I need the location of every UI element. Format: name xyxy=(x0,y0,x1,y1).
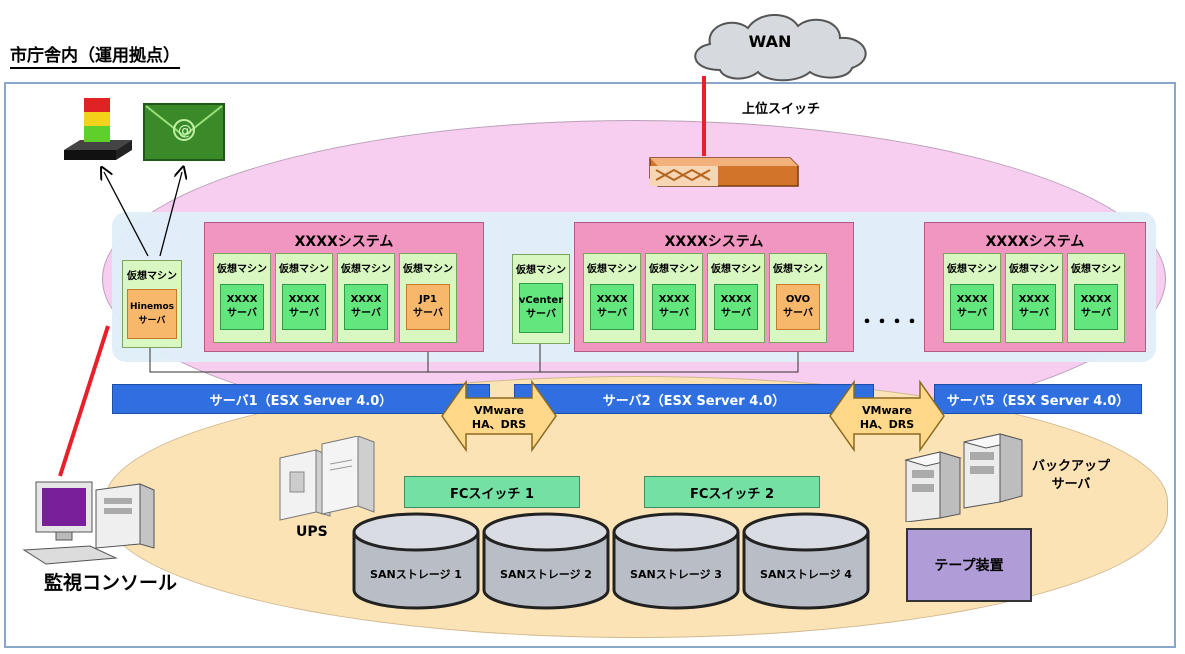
vmware-ha-label-1: VMware HA、DRS xyxy=(468,404,530,432)
wan-cloud-icon xyxy=(694,13,867,82)
vm-label: 仮想マシン xyxy=(217,264,267,275)
vmware-ha-label-2: VMware HA、DRS xyxy=(856,404,918,432)
server: XXXX サーバ xyxy=(344,284,388,330)
vm-label: 仮想マシン xyxy=(341,264,391,275)
ha-drs-label: HA、DRS xyxy=(471,418,527,431)
more-systems-ellipsis: ・・・・・ xyxy=(858,312,936,333)
console-label: 監視コンソール xyxy=(44,572,178,594)
vm-label: 仮想マシン xyxy=(403,264,453,275)
esx-server-5: サーバ5（ESX Server 4.0） xyxy=(934,384,1142,414)
fc-switch-1: FCスイッチ 1 xyxy=(404,476,580,508)
svg-text:@: @ xyxy=(178,123,192,139)
san-storage-2-icon xyxy=(482,512,610,610)
san-storage-3-label: SANストレージ 3 xyxy=(630,568,722,581)
server: XXXX サーバ xyxy=(950,284,994,330)
vm-hinemos: 仮想マシン Hinemos サーバ xyxy=(122,260,182,348)
jp1-server: JP1 サーバ xyxy=(406,284,450,330)
san-storage-group xyxy=(352,512,870,610)
vm-vcenter: 仮想マシン vCenter サーバ xyxy=(512,254,570,344)
system-1: XXXXシステム 仮想マシン XXXX サーバ 仮想マシン XXXX サーバ 仮… xyxy=(204,222,484,352)
system-3: XXXXシステム 仮想マシン XXXX サーバ 仮想マシン XXXX サーバ 仮… xyxy=(924,222,1146,352)
fc-switch-2: FCスイッチ 2 xyxy=(644,476,820,508)
vm: 仮想マシン XXXX サーバ xyxy=(943,253,1001,343)
mail-icon: @ xyxy=(143,103,225,161)
vm-label: 仮想マシン xyxy=(587,264,637,275)
san-storage-1-icon xyxy=(352,512,480,610)
server: XXXX サーバ xyxy=(590,284,634,330)
system-2: XXXXシステム 仮想マシン XXXX サーバ 仮想マシン XXXX サーバ 仮… xyxy=(574,222,854,352)
server: XXXX サーバ xyxy=(714,284,758,330)
vm: 仮想マシン XXXX サーバ xyxy=(337,253,395,343)
vm: 仮想マシン JP1 サーバ xyxy=(399,253,457,343)
vmware-ha-arrow-2 xyxy=(829,379,945,453)
ups-label: UPS xyxy=(296,524,328,540)
server: XXXX サーバ xyxy=(220,284,264,330)
vmware-label: VMware xyxy=(862,404,912,417)
wan-label: WAN xyxy=(748,32,792,51)
vm-label: 仮想マシン xyxy=(947,264,997,275)
san-storage-3-icon xyxy=(612,512,740,610)
monitoring-console-icon xyxy=(22,481,155,565)
building-frame xyxy=(4,82,1176,648)
hinemos-server: Hinemos サーバ xyxy=(127,289,177,339)
vmware-label: VMware xyxy=(474,404,524,417)
vm: 仮想マシン XXXX サーバ xyxy=(645,253,703,343)
backup-server-label: バックアップ サーバ xyxy=(1032,459,1111,492)
vm: 仮想マシン OVO サーバ xyxy=(769,253,827,343)
vm-label: 仮想マシン xyxy=(127,271,177,282)
esx-server-2: サーバ2（ESX Server 4.0） xyxy=(514,384,874,414)
vm-label: 仮想マシン xyxy=(649,264,699,275)
server: XXXX サーバ xyxy=(1012,284,1056,330)
system-title: XXXXシステム xyxy=(294,234,394,250)
server: XXXX サーバ xyxy=(652,284,696,330)
page-title: 市庁舎内（運用拠点） xyxy=(10,46,180,69)
vm: 仮想マシン XXXX サーバ xyxy=(1067,253,1125,343)
signal-tower-icon xyxy=(64,98,132,160)
system-title: XXXXシステム xyxy=(664,234,764,250)
esx-server-1: サーバ1（ESX Server 4.0） xyxy=(112,384,490,414)
ups-icon xyxy=(279,436,375,521)
san-storage-1-label: SANストレージ 1 xyxy=(370,568,462,581)
ha-drs-label: HA、DRS xyxy=(859,418,915,431)
router-icon xyxy=(649,157,799,187)
vm-label: 仮想マシン xyxy=(516,265,566,276)
vm: 仮想マシン XXXX サーバ xyxy=(275,253,333,343)
vm-label: 仮想マシン xyxy=(711,264,761,275)
san-storage-4-icon xyxy=(742,512,870,610)
vm-label: 仮想マシン xyxy=(1009,264,1059,275)
san-storage-2-label: SANストレージ 2 xyxy=(500,568,592,581)
vm: 仮想マシン XXXX サーバ xyxy=(707,253,765,343)
vcenter-server: vCenter サーバ xyxy=(519,283,563,333)
upper-switch-label: 上位スイッチ xyxy=(742,102,821,117)
vm-label: 仮想マシン xyxy=(1071,264,1121,275)
vmware-ha-arrow-1 xyxy=(441,379,557,453)
san-storage-4-label: SANストレージ 4 xyxy=(760,568,852,581)
vm: 仮想マシン XXXX サーバ xyxy=(1005,253,1063,343)
wan-link xyxy=(702,76,706,156)
vm-label: 仮想マシン xyxy=(773,264,823,275)
ovo-server: OVO サーバ xyxy=(776,284,820,330)
server: XXXX サーバ xyxy=(1074,284,1118,330)
vm: 仮想マシン XXXX サーバ xyxy=(213,253,271,343)
system-title: XXXXシステム xyxy=(985,234,1085,250)
backup-server-icon xyxy=(904,433,1023,522)
server: XXXX サーバ xyxy=(282,284,326,330)
tape-device: テープ装置 xyxy=(906,528,1032,602)
vm: 仮想マシン XXXX サーバ xyxy=(583,253,641,343)
vm-label: 仮想マシン xyxy=(279,264,329,275)
